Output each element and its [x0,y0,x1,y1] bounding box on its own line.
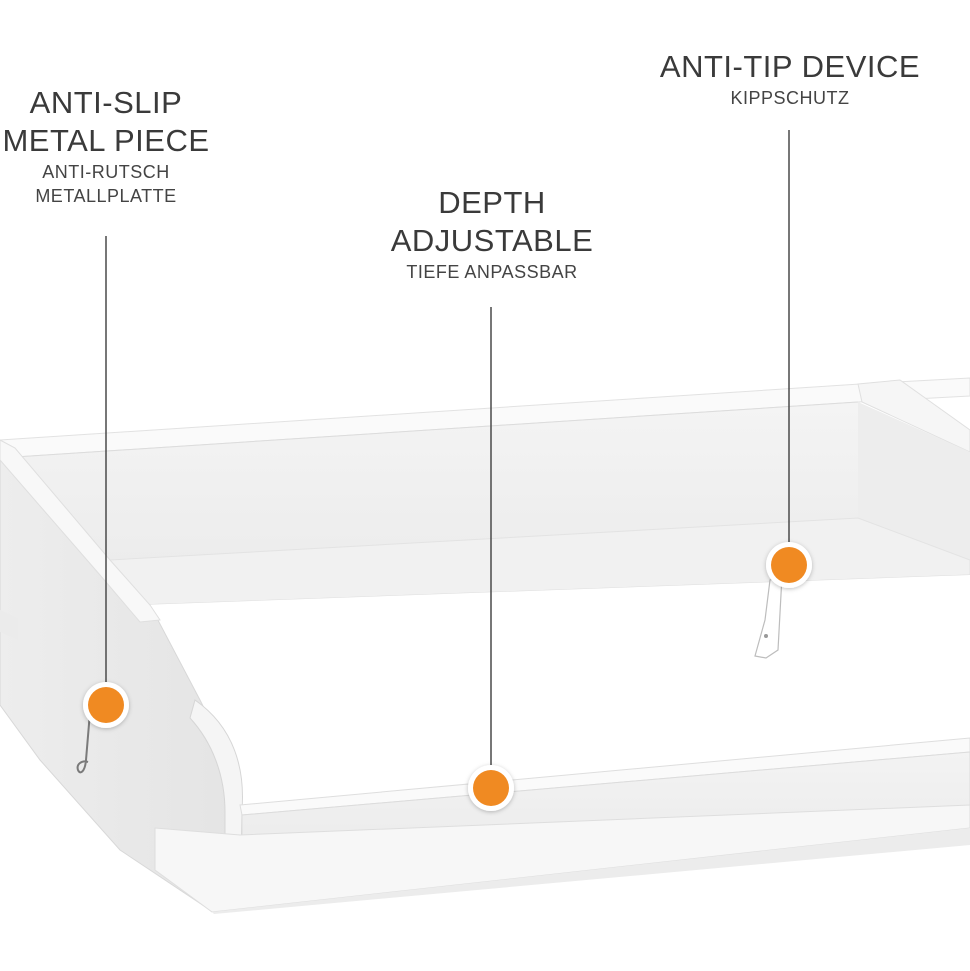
callout-anti-tip-title: ANTI-TIP DEVICE [659,49,921,84]
callout-depth-title-1: DEPTH [438,185,546,220]
callout-anti-tip: ANTI-TIP DEVICE KIPPSCHUTZ [640,48,940,110]
changing-top-furniture [0,377,970,914]
callout-anti-slip-title-2: METAL PIECE [2,123,210,158]
marker-depth [468,765,514,811]
callout-depth-title-2: ADJUSTABLE [390,223,594,258]
callout-anti-tip-subtitle: KIPPSCHUTZ [730,88,850,108]
marker-anti-tip [766,542,812,588]
callout-anti-slip-subtitle-1: ANTI-RUTSCH [42,162,170,182]
callout-anti-slip-subtitle-2: METALLPLATTE [35,186,177,206]
callout-anti-slip-title-1: ANTI-SLIP [29,85,183,120]
callout-anti-slip: ANTI-SLIP METAL PIECE ANTI-RUTSCH METALL… [0,84,212,208]
callout-depth: DEPTH ADJUSTABLE TIEFE ANPASSBAR [372,184,612,284]
callout-depth-subtitle: TIEFE ANPASSBAR [406,262,578,282]
marker-anti-slip [83,682,129,728]
